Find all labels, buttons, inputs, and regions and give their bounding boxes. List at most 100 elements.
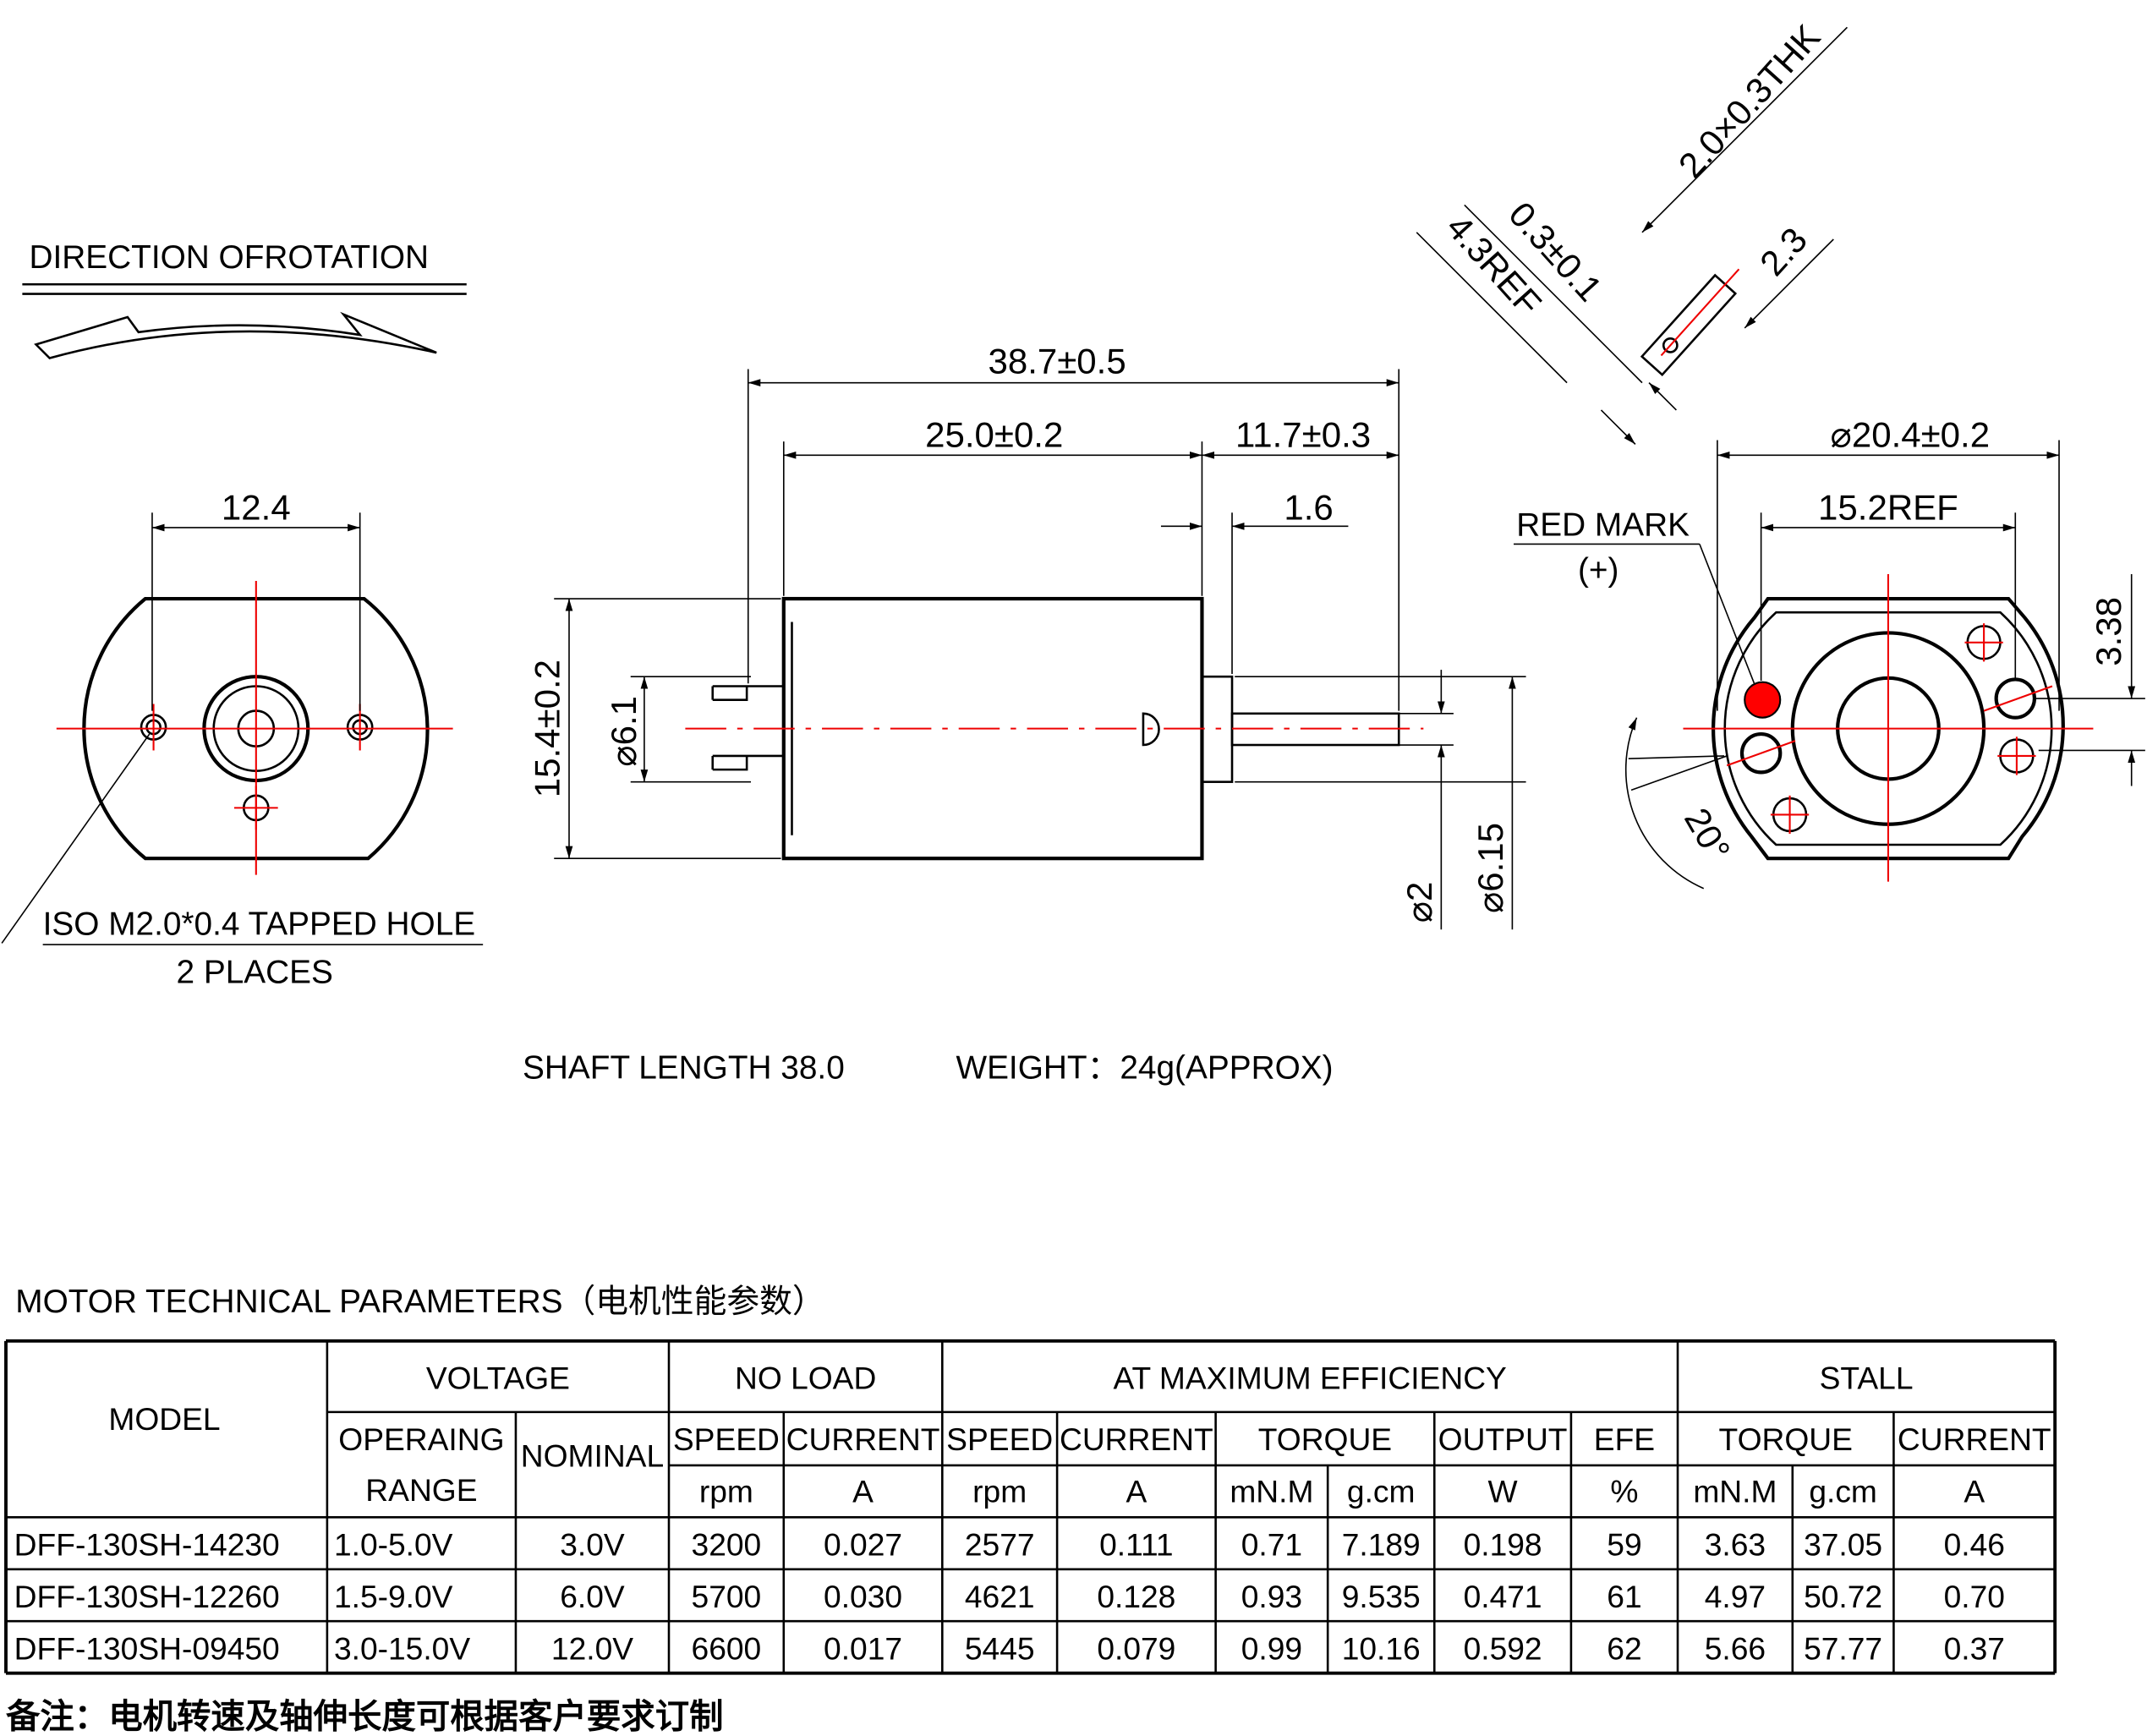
table-cell: 61 [1607,1579,1641,1614]
header-output: OUTPUT [1438,1421,1568,1457]
terminal-width-dim: 2.3 [1752,220,1815,283]
body-length-dim: 25.0±0.2 [925,415,1063,455]
header-operating-range-2: RANGE [365,1472,477,1508]
unit-unit_mnm: mN.M [1230,1474,1313,1509]
side-view: 38.7±0.5 25.0±0.2 11.7±0.3 1.6 15.4±0.2 … [528,341,1526,930]
shaft-diameter-dim: ⌀2 [1399,882,1439,923]
tapped-hole-note: ISO M2.0*0.4 TAPPED HOLE [43,906,476,943]
table-cell: 7.189 [1342,1527,1421,1563]
table-cell: 1.5-9.0V [334,1579,453,1614]
unit-unit_rpm: rpm [972,1474,1027,1509]
unit-unit_mnm: mN.M [1693,1474,1777,1509]
table-cell: 0.70 [1944,1579,2005,1614]
table-cell: 3.63 [1705,1527,1766,1563]
shaft-extension-dim: 11.7±0.3 [1235,415,1371,455]
table-cell: 9.535 [1342,1579,1421,1614]
unit-unit_pct: % [1610,1474,1638,1509]
header-current: CURRENT [1898,1421,2051,1457]
table-cell: 0.079 [1097,1630,1175,1666]
overall-length-dim: 38.7±0.5 [988,341,1126,381]
header-max-efficiency: AT MAXIMUM EFFICIENCY [1113,1360,1506,1395]
table-cell: 57.77 [1804,1630,1882,1666]
table-cell: 0.030 [824,1579,902,1614]
unit-unit_gcm: g.cm [1347,1474,1416,1509]
boss-diameter-right-dim: ⌀6.15 [1471,823,1510,913]
direction-label: DIRECTION OFROTATION [29,239,429,276]
table-title: MOTOR TECHNICAL PARAMETERS（电机性能参数） [15,1284,824,1320]
terminal-detail: 2.0×0.3THK 2.3 0.3±0.1 4.3REF [1416,17,1849,445]
table-cell: 5700 [692,1579,762,1614]
table-cell: 37.05 [1804,1527,1882,1563]
offset-dim: 3.38 [2089,597,2128,666]
unit-unit_a: A [852,1474,874,1509]
end-diameter-dim: ⌀20.4±0.2 [1831,415,1991,455]
table-cell: 2577 [965,1527,1035,1563]
rotation-arrow-icon [34,311,437,359]
header-speed: SPEED [946,1421,1053,1457]
table-cell: 0.37 [1944,1630,2005,1666]
table-cell: 0.471 [1464,1579,1542,1614]
shaft-length-note: SHAFT LENGTH 38.0 [523,1049,845,1086]
table-cell: 3.0-15.0V [334,1630,470,1666]
terminal-thickness-dim: 2.0×0.3THK [1671,17,1828,185]
header-model: MODEL [108,1401,220,1437]
table-cell: 50.72 [1804,1579,1882,1614]
table-cell: 3.0V [560,1527,625,1563]
table-cell: 1.0-5.0V [334,1527,453,1563]
table-cell: 62 [1607,1630,1641,1666]
table-cell: 6.0V [560,1579,625,1614]
angle-dim: 20° [1677,802,1738,868]
table-cell: 3200 [692,1527,762,1563]
table-cell: DFF-130SH-09450 [14,1630,280,1666]
table-cell: 4.97 [1705,1579,1766,1614]
unit-unit_a: A [1964,1474,1985,1509]
table-cell: 0.93 [1241,1579,1302,1614]
table-cell: 0.99 [1241,1630,1302,1666]
header-current: CURRENT [786,1421,940,1457]
header-stall: STALL [1820,1360,1914,1395]
polarity-label: (+) [1578,552,1618,589]
header-efe: EFE [1594,1421,1655,1457]
table-cell: DFF-130SH-14230 [14,1527,280,1563]
table-cell: 6600 [692,1630,762,1666]
table-cell: 5.66 [1705,1630,1766,1666]
table-cell: 0.027 [824,1527,902,1563]
unit-unit_a: A [1126,1474,1147,1509]
end-ref-dim: 15.2REF [1818,487,1958,527]
unit-unit_gcm: g.cm [1809,1474,1877,1509]
header-torque: TORQUE [1719,1421,1853,1457]
weight-note: WEIGHT：24g(APPROX) [956,1049,1333,1086]
header-speed: SPEED [673,1421,780,1457]
header-nominal: NOMINAL [521,1438,664,1474]
header-torque: TORQUE [1258,1421,1392,1457]
unit-unit_w: W [1488,1474,1518,1509]
table-cell: 0.128 [1097,1579,1175,1614]
table-cell: 5445 [965,1630,1035,1666]
table-cell: 0.592 [1464,1630,1542,1666]
footnote: 备注：电机转速及轴伸长度可根据客户要求订制 [6,1696,724,1735]
direction-of-rotation: DIRECTION OFROTATION [22,239,467,359]
table-cell: 0.111 [1099,1527,1174,1563]
table-cell: DFF-130SH-12260 [14,1579,280,1614]
front-width-dim: 12.4 [222,487,291,527]
header-voltage: VOLTAGE [426,1360,570,1395]
unit-unit_rpm: rpm [699,1474,753,1509]
header-no-load: NO LOAD [735,1360,876,1395]
parameters-table: MODEL VOLTAGE NO LOAD AT MAXIMUM EFFICIENCY… [4,1339,2057,1675]
table-cell: 0.71 [1241,1527,1302,1563]
table-cell: 0.46 [1944,1527,2005,1563]
body-height-dim: 15.4±0.2 [528,660,567,797]
table-cell: 12.0V [551,1630,633,1666]
boss-length-dim: 1.6 [1284,487,1333,527]
table-cell: 4621 [965,1579,1035,1614]
table-cell: 10.16 [1342,1630,1421,1666]
red-mark [1744,681,1782,719]
end-view: ⌀20.4±0.2 15.2REF RED MARK (+) 3.38 20° [1514,415,2145,890]
header-current: CURRENT [1060,1421,1213,1457]
boss-diameter-dim: ⌀6.1 [604,696,644,767]
table-cell: 0.198 [1464,1527,1542,1563]
red-mark-label: RED MARK [1516,507,1690,544]
table-cell: 59 [1607,1527,1641,1563]
tapped-hole-places: 2 PLACES [176,954,332,990]
